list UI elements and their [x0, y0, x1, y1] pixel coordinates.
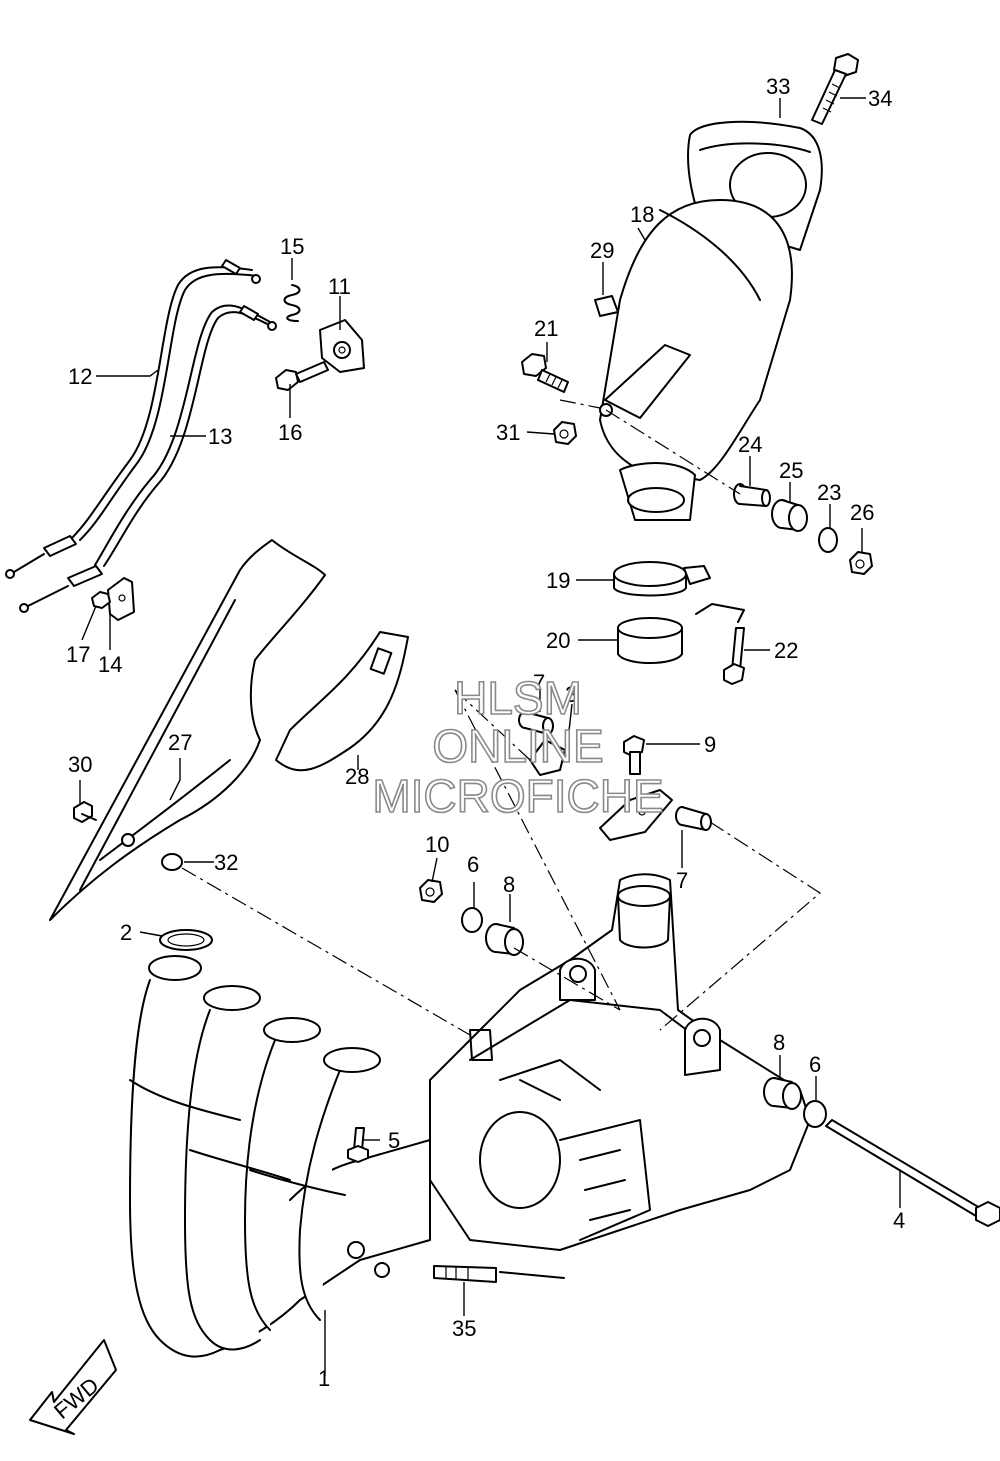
part-labels: 1 2 3 4 5 6 6 7 7 8 8 9 10 11 12 13 14 1…: [66, 74, 905, 1391]
bracket-11: [319, 319, 365, 373]
label-part-5: 5: [388, 1128, 400, 1153]
label-part-13: 13: [208, 424, 232, 449]
washer-6a: [461, 907, 483, 933]
bolt-21: [521, 353, 569, 393]
label-part-16: 16: [278, 420, 302, 445]
label-part-8b: 8: [773, 1030, 785, 1055]
grommet-8b: [763, 1077, 802, 1110]
label-part-1: 1: [318, 1366, 330, 1391]
sensor-35: [433, 1265, 565, 1283]
heat-shield-27: [49, 539, 326, 921]
label-part-15: 15: [280, 234, 304, 259]
nut-31: [553, 421, 577, 445]
grommet-25: [771, 499, 808, 532]
exhaust-chamber: [429, 873, 811, 1251]
pad-29: [594, 295, 619, 317]
label-part-18: 18: [630, 202, 654, 227]
collar-24: [733, 483, 771, 507]
label-part-32: 32: [214, 850, 238, 875]
fwd-arrow-icon: FWD: [29, 1339, 117, 1435]
label-part-6b: 6: [809, 1052, 821, 1077]
label-part-19: 19: [546, 568, 570, 593]
bracket-14: [107, 577, 135, 621]
label-part-6a: 6: [467, 852, 479, 877]
label-part-30: 30: [68, 752, 92, 777]
bolt-4: [825, 1119, 1000, 1227]
nut-26: [849, 551, 873, 575]
label-part-21: 21: [534, 316, 558, 341]
gasket-2: [159, 929, 213, 951]
label-part-28: 28: [345, 764, 369, 789]
label-part-20: 20: [546, 628, 570, 653]
label-part-31: 31: [496, 420, 520, 445]
label-part-33: 33: [766, 74, 790, 99]
label-part-4: 4: [893, 1208, 905, 1233]
label-part-29: 29: [590, 238, 614, 263]
nut-10: [419, 879, 443, 903]
heat-shield-27-inner: [79, 599, 236, 891]
label-part-23: 23: [817, 480, 841, 505]
label-part-3: 3: [565, 682, 577, 707]
bolt-9: [623, 735, 645, 775]
exhaust-header-1: [129, 955, 431, 1358]
muffler-18: [599, 199, 793, 521]
bolt-34: [811, 53, 859, 125]
label-part-17: 17: [66, 642, 90, 667]
bracket-3: [529, 739, 566, 776]
bolt-30: [73, 801, 97, 823]
watermark: HLSM ONLINE MICROFICHE: [372, 671, 665, 823]
grommet-32: [161, 853, 183, 871]
assembly-lines: [181, 399, 822, 1036]
label-part-14: 14: [98, 652, 122, 677]
washer-6b: [803, 1100, 827, 1128]
label-part-11: 11: [328, 274, 351, 299]
label-part-22: 22: [774, 638, 798, 663]
watermark-line-1: HLSM: [454, 672, 582, 724]
bolt-16: [275, 361, 329, 391]
label-part-25: 25: [779, 458, 803, 483]
label-part-24: 24: [738, 432, 762, 457]
label-part-8a: 8: [503, 872, 515, 897]
bolt-5: [347, 1127, 369, 1163]
nut-17: [91, 591, 111, 609]
label-part-9: 9: [704, 732, 716, 757]
watermark-line-3: MICROFICHE: [372, 770, 663, 822]
bracket-3b: [599, 789, 673, 841]
cable-12: [5, 259, 261, 579]
cover-28: [275, 631, 409, 772]
label-part-26: 26: [850, 500, 874, 525]
bolt-22: [695, 603, 745, 685]
label-part-12: 12: [68, 364, 92, 389]
clamp-19: [613, 561, 711, 597]
gasket-20: [617, 617, 683, 664]
label-part-10: 10: [425, 832, 449, 857]
label-part-7a: 7: [533, 670, 545, 695]
cable-13: [19, 304, 277, 613]
leader-lines: [79, 97, 901, 1376]
label-part-27: 27: [168, 730, 192, 755]
collar-7a: [518, 711, 554, 735]
watermark-line-2: ONLINE: [432, 720, 603, 772]
washer-23: [818, 527, 838, 553]
collar-7b: [675, 806, 712, 831]
grommet-8a: [485, 923, 524, 956]
label-part-34: 34: [868, 86, 892, 111]
label-part-2: 2: [120, 920, 132, 945]
spring-15: [283, 284, 301, 322]
label-part-7b: 7: [676, 868, 688, 893]
label-part-35: 35: [452, 1316, 476, 1341]
